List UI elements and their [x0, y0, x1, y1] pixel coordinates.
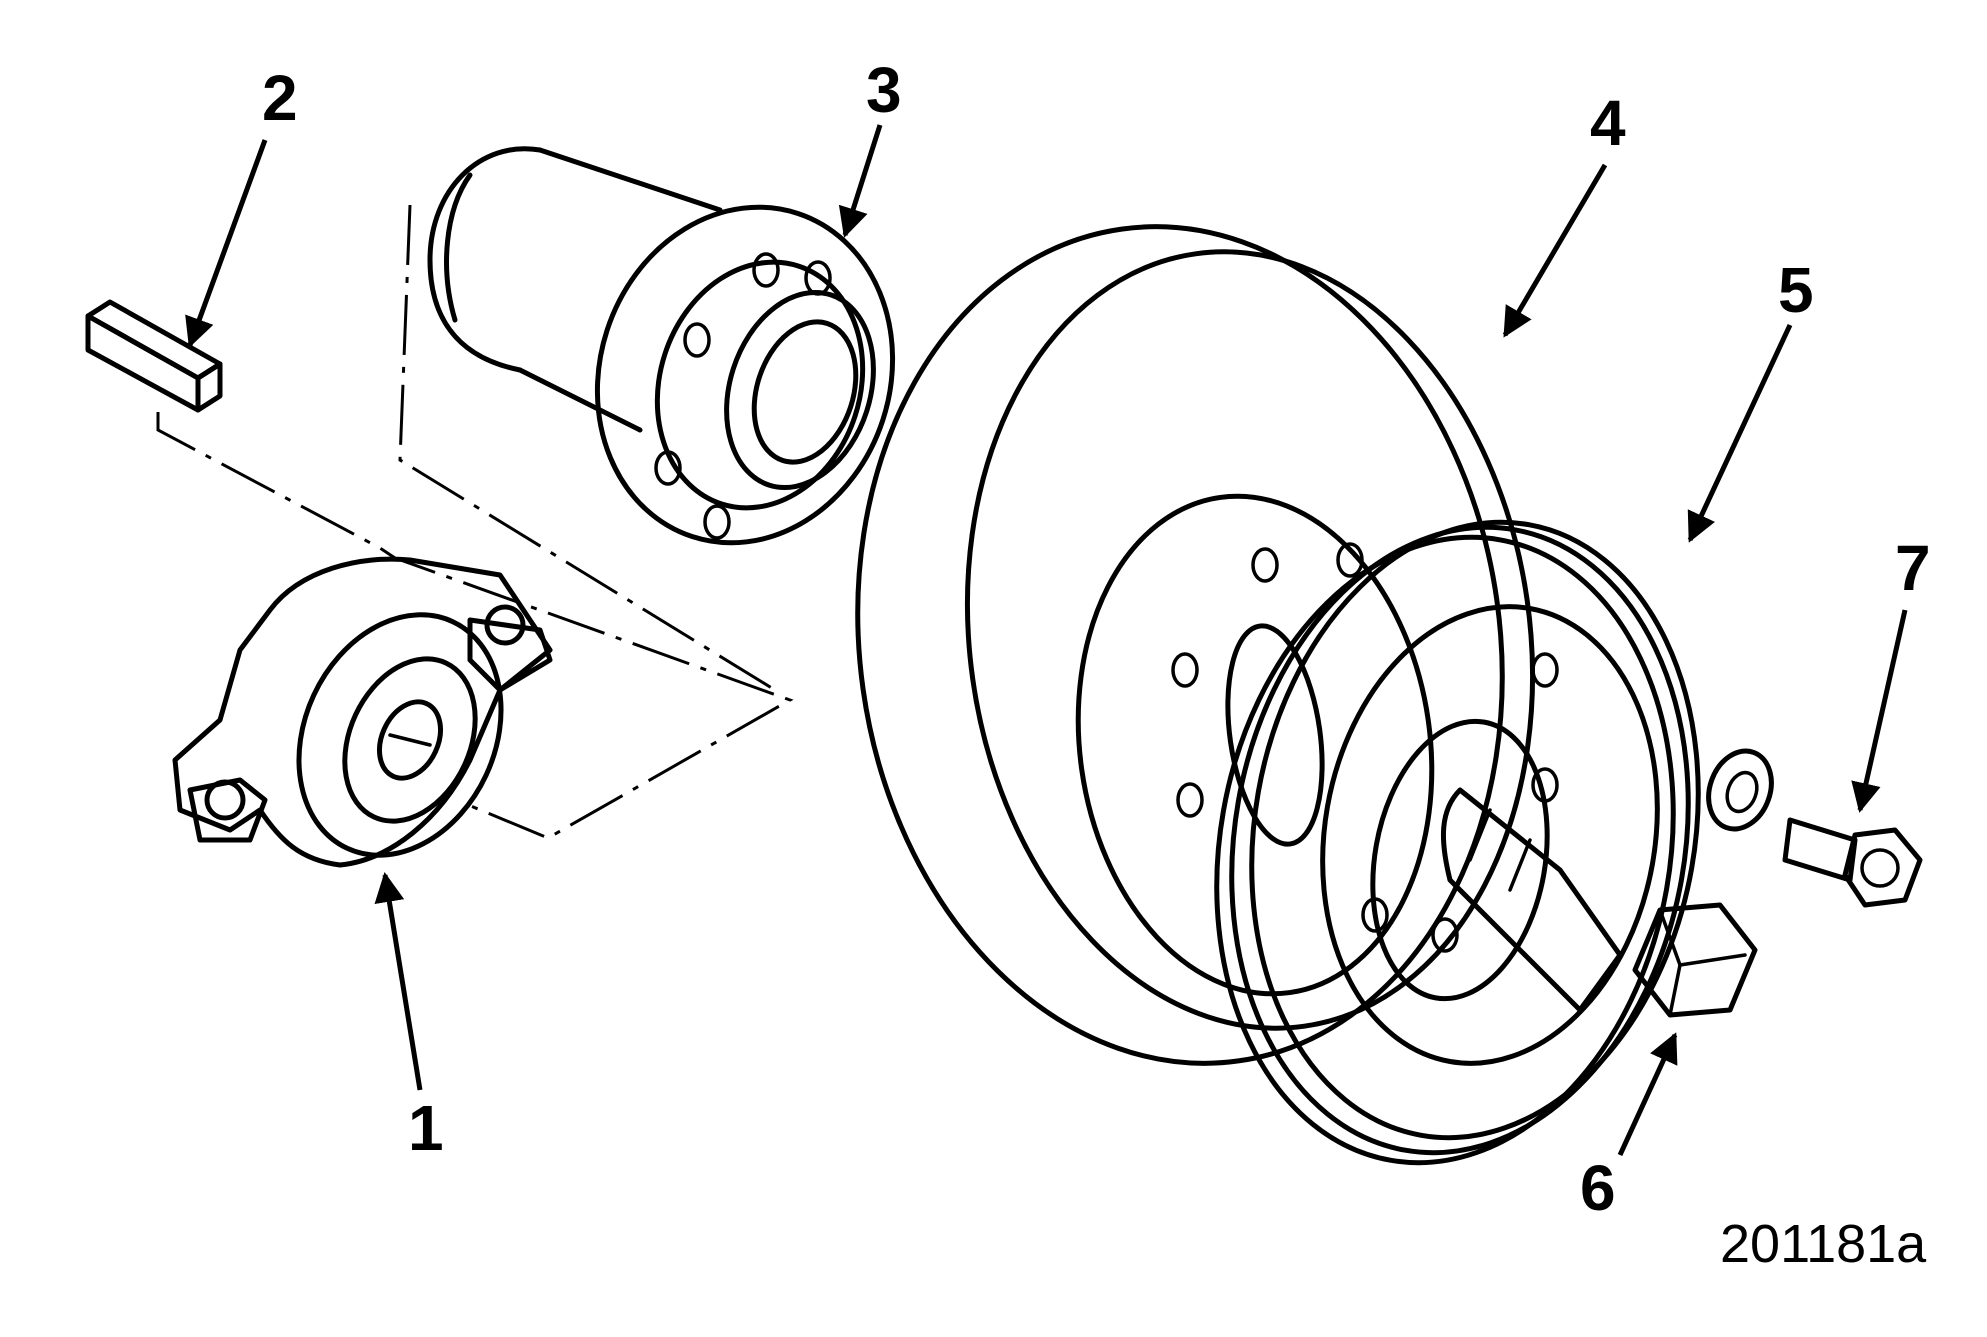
leader-arrow-6	[1617, 1032, 1678, 1157]
callout-labels: 1 2 3 4 5 6 7	[262, 54, 1931, 1224]
bolt-part	[1440, 787, 1758, 1018]
callout-number-1: 1	[408, 1092, 444, 1164]
callout-number-4: 4	[1590, 87, 1626, 159]
leader-arrow-4	[1502, 163, 1608, 338]
callout-number-7: 7	[1895, 532, 1931, 604]
leader-arrow-3	[838, 124, 883, 238]
callout-number-5: 5	[1778, 254, 1814, 326]
figure-id-label: 201181a	[1720, 1214, 1927, 1274]
key-part	[85, 299, 223, 413]
leader-arrow-2	[185, 139, 268, 348]
pinion-housing-part	[172, 556, 553, 868]
callout-number-3: 3	[866, 54, 902, 126]
hub-bearing-part	[427, 146, 896, 546]
leader-arrow-1	[374, 872, 423, 1091]
leader-arrow-5	[1687, 323, 1793, 543]
callout-number-2: 2	[262, 62, 298, 134]
callout-number-6: 6	[1580, 1152, 1616, 1224]
leader-arrows	[185, 124, 1908, 1157]
drive-flange-part	[1214, 519, 1701, 1166]
leader-arrow-7	[1851, 609, 1908, 813]
brake-disc-part	[855, 224, 1536, 1066]
washer-bolt-part	[1706, 748, 1923, 908]
